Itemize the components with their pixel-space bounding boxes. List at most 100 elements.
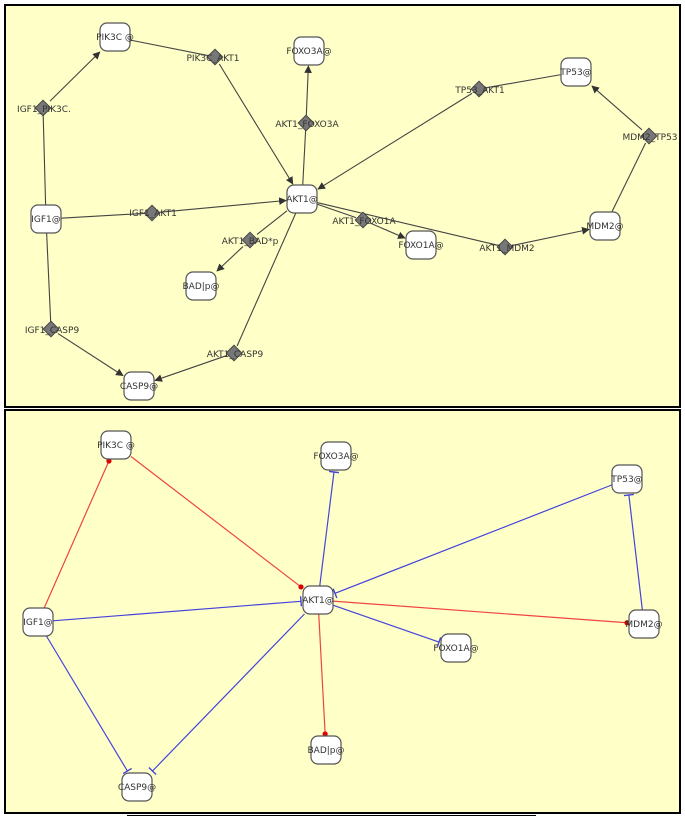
node-box (30, 204, 62, 234)
node-label: AKT1@ (302, 596, 334, 606)
node-label: AKT1@ (286, 195, 318, 205)
node-label: IGF1@ (23, 618, 53, 628)
reaction-mdm2-tp53[interactable]: MDM2_TP53 (622, 127, 678, 145)
reaction-edge (57, 333, 124, 377)
node-label: CASP9@ (120, 382, 158, 392)
reaction-edge (60, 212, 146, 219)
reaction-edge (485, 74, 562, 89)
edge-line (52, 600, 302, 622)
node-igf1[interactable]: IGF1@ (30, 204, 62, 234)
node-tp53[interactable]: TP53@ (559, 57, 592, 87)
node-casp9[interactable]: CASP9@ (120, 371, 158, 401)
reaction-akt1-mdm2[interactable]: AKT1_MDM2 (479, 238, 535, 256)
reaction-edge (316, 203, 357, 219)
node-mdm2[interactable]: MDM2@ (625, 609, 663, 639)
reaction-diamond (143, 204, 161, 222)
reaction-tp53-akt1[interactable]: TP53_AKT1 (454, 80, 505, 98)
reaction-igf1-casp9[interactable]: IGF1_CASP9 (25, 320, 80, 338)
node-box (405, 230, 437, 260)
node-foxo1a[interactable]: FOXO1A@ (433, 633, 479, 663)
node-box (22, 607, 54, 637)
reaction-label: IGF1_CASP9 (25, 326, 80, 336)
reaction-label: TP53_AKT1 (454, 86, 504, 96)
edge-line (130, 456, 302, 588)
node-casp9[interactable]: CASP9@ (118, 772, 156, 802)
activation-head (322, 731, 328, 737)
node-akt1[interactable]: AKT1@ (302, 585, 334, 615)
node-box (302, 585, 334, 615)
reaction-diamond (225, 344, 243, 362)
edge-akt1-badp (318, 613, 328, 737)
edge-igf1-akt1 (52, 596, 303, 622)
inhibition-bar (328, 470, 340, 474)
edge-akt1-casp9 (148, 613, 305, 775)
node-foxo1a[interactable]: FOXO1A@ (398, 230, 444, 260)
reaction-akt1-foxo3a[interactable]: AKT1_FOXO3A (275, 114, 340, 132)
node-label: BAD|p@ (307, 746, 344, 756)
edge-akt1-foxo3a (319, 470, 340, 587)
edge-mdm2-tp53 (623, 493, 643, 611)
inhibition-bar (299, 596, 303, 607)
node-badp[interactable]: BAD|p@ (307, 735, 345, 765)
reaction-akt1-foxo1a[interactable]: AKT1_FOXO1A (332, 211, 397, 229)
reaction-diamond (297, 114, 315, 132)
node-label: TP53@ (610, 475, 642, 485)
node-badp[interactable]: BAD|p@ (182, 271, 220, 301)
reaction-igf1-pik3c[interactable]: IGF1_PIK3C. (17, 99, 71, 117)
reaction-edge (511, 227, 590, 247)
activation-head (298, 584, 304, 590)
reaction-pik3c-akt1[interactable]: PIK3C_AKT1 (186, 48, 240, 66)
edge-akt1-mdm2 (332, 600, 630, 626)
node-label: CASP9@ (118, 783, 156, 793)
edge-line (334, 484, 613, 594)
inhibition-bar (122, 767, 133, 775)
reaction-edge (369, 222, 406, 239)
reaction-label: AKT1_FOXO1A (332, 217, 396, 227)
edge-line (319, 471, 335, 587)
edge-line (332, 604, 440, 643)
node-mdm2[interactable]: MDM2@ (586, 211, 624, 241)
node-box (185, 271, 217, 301)
reaction-edge (256, 210, 288, 235)
node-igf1[interactable]: IGF1@ (22, 607, 54, 637)
node-akt1[interactable]: AKT1@ (286, 184, 318, 214)
node-box (628, 609, 660, 639)
node-pik3c[interactable]: PIK3C @ (96, 22, 134, 52)
inhibition-bar (148, 767, 157, 775)
inhibition-bar (332, 588, 338, 599)
reaction-akt1-badp[interactable]: AKT1_BAD*p (222, 231, 279, 249)
edge-akt1-foxo1a (332, 604, 442, 648)
reaction-label: IGF1_AKT1 (129, 209, 177, 219)
reaction-igf1-akt1[interactable]: IGF1_AKT1 (129, 204, 177, 222)
node-tp53[interactable]: TP53@ (610, 464, 643, 494)
reaction-diamond (354, 211, 372, 229)
reaction-akt1-casp9[interactable]: AKT1_CASP9 (207, 344, 264, 362)
node-pik3c[interactable]: PIK3C @ (97, 430, 135, 460)
node-label: FOXO1A@ (398, 241, 443, 251)
node-foxo3a[interactable]: FOXO3A@ (286, 36, 332, 66)
edge-line (628, 494, 643, 611)
node-label: MDM2@ (625, 620, 662, 630)
node-label: FOXO1A@ (433, 644, 478, 654)
edge-pik3c-akt1 (130, 456, 304, 590)
node-label: MDM2@ (586, 222, 623, 232)
reaction-edge (42, 114, 47, 206)
inhibition-bar (623, 493, 634, 497)
reaction-edge (49, 51, 101, 102)
node-label: BAD|p@ (182, 282, 219, 292)
node-label: PIK3C @ (96, 33, 134, 43)
reaction-edge (317, 92, 473, 190)
node-label: FOXO3A@ (313, 452, 358, 462)
node-box (440, 633, 472, 663)
node-foxo3a[interactable]: FOXO3A@ (313, 441, 359, 471)
reaction-edge (611, 142, 647, 213)
node-label: FOXO3A@ (286, 47, 331, 57)
node-label: IGF1@ (31, 215, 61, 225)
reaction-edge (302, 129, 307, 186)
activation-head (106, 458, 112, 464)
node-box (293, 36, 325, 66)
interaction-network-canvas: PIK3C @ FOXO3A@ TP53@ IGF1@ AKT1@ MDM2@ FOXO1A… (22, 430, 663, 802)
node-box (310, 735, 342, 765)
